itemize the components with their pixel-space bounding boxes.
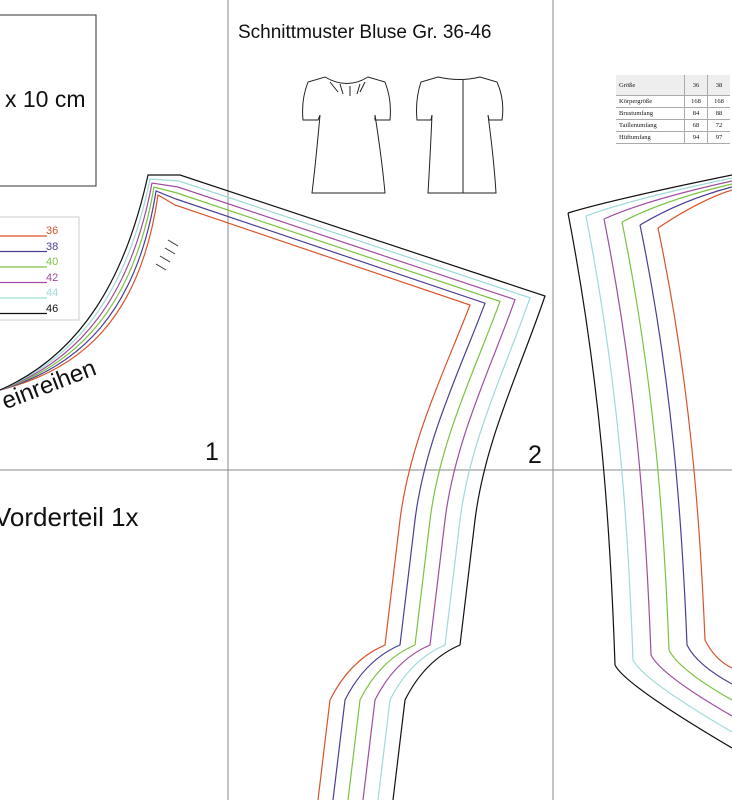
size-table-cell: 68 — [684, 119, 708, 132]
back-line-size-44 — [585, 177, 732, 733]
front-piece-lines — [0, 174, 546, 800]
front-line-size-44 — [0, 178, 531, 800]
page-number-2: 2 — [528, 441, 542, 469]
legend-label-44: 44 — [46, 287, 59, 299]
front-line-size-46 — [0, 174, 546, 800]
size-table-cell: Brustumfang — [616, 107, 685, 120]
back-piece-lines — [567, 174, 732, 749]
blouse-front-sketch — [302, 76, 391, 194]
back-line-size-42 — [603, 180, 732, 717]
piece-label: Vorderteil 1x — [0, 502, 139, 532]
size-table-cell: 88 — [707, 107, 730, 120]
size-table-cell: Taillenumfang — [616, 119, 685, 132]
front-line-size-38 — [0, 190, 486, 800]
size-table-cell: Hüftumfang — [616, 131, 685, 144]
legend-lines — [0, 235, 47, 315]
front-line-size-42 — [0, 182, 516, 800]
legend-label-40: 40 — [46, 256, 59, 268]
front-line-size-36 — [0, 194, 471, 800]
back-line-size-36 — [657, 189, 732, 669]
size-table-header: 38 — [707, 75, 730, 96]
legend-label-38: 38 — [46, 240, 59, 253]
size-table-cell: 72 — [707, 119, 730, 132]
back-line-size-46 — [567, 174, 732, 749]
legend-label-36: 36 — [46, 225, 59, 237]
size-table-cell: 97 — [707, 131, 730, 144]
size-table-header: 36 — [684, 75, 708, 96]
size-table-header: Größe — [616, 75, 685, 96]
size-table-cell: 168 — [707, 95, 730, 108]
size-table-cell: Körpergröße — [616, 95, 685, 108]
scale-box-text: x 10 cm — [5, 86, 86, 112]
gather-marks — [155, 239, 179, 271]
page-number-1: 1 — [205, 438, 219, 466]
legend-label-42: 42 — [46, 271, 59, 284]
front-line-size-40 — [0, 186, 501, 800]
pattern-title: Schnittmuster Bluse Gr. 36-46 — [238, 22, 492, 43]
legend-box — [0, 216, 80, 321]
back-line-size-38 — [639, 186, 732, 685]
legend-label-46: 46 — [46, 302, 59, 315]
size-table-cell: 94 — [684, 131, 708, 144]
size-table-cell: 84 — [684, 107, 708, 120]
scale-box — [0, 14, 97, 187]
back-line-size-40 — [621, 183, 732, 701]
size-table-cell: 168 — [684, 95, 708, 108]
blouse-back-sketch — [416, 76, 504, 194]
